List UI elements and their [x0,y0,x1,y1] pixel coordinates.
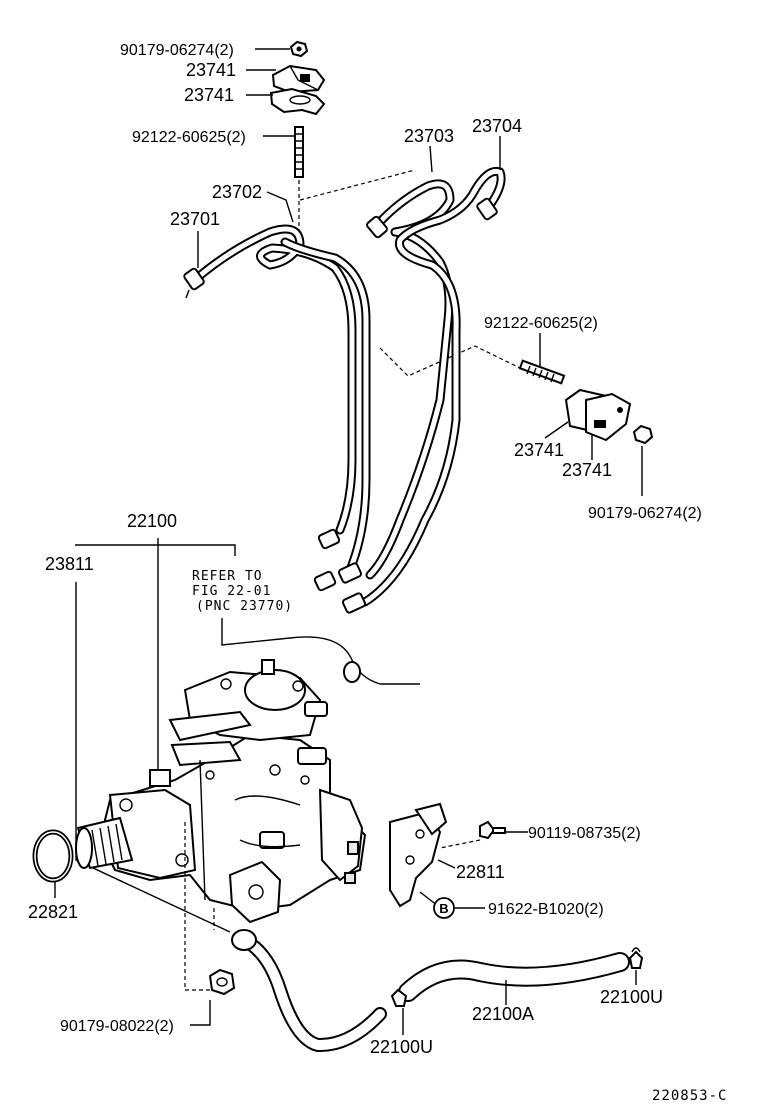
pipe-fitting-23704 [476,197,498,221]
bolt-b-mark-text: B [439,901,448,916]
label-pipe-23703: 23703 [404,126,454,146]
injection-pump-assembly [75,659,367,924]
label-nut-top: 90179-06274(2) [120,42,234,59]
o-ring-part [32,829,74,883]
label-clamp-top-2: 23741 [184,85,234,105]
label-stud-right: 92122-60625(2) [484,315,598,332]
label-refer-line1: REFER TO [192,569,263,584]
label-clamp-right-1: 23741 [514,440,564,460]
pipe-23703 [365,179,455,580]
label-refer-line2: FIG 22-01 [192,584,271,599]
pipe-fitting-lower-1 [317,528,341,550]
clamp-right-front-part [585,392,632,442]
bolt-90119-part [479,820,506,840]
pipe-fitting-23701 [183,267,205,299]
clamp-top-upper-part [271,64,326,94]
label-oring: 22821 [28,902,78,922]
label-pipe-23701: 23701 [170,209,220,229]
stud-right-part [518,359,566,385]
label-clamp-top-1: 23741 [186,60,236,80]
label-refer-line3: (PNC 23770) [196,599,293,614]
pipe-23701 [192,224,357,535]
label-group-23811: 23811 [45,554,94,574]
refer-cable [221,618,420,685]
label-clip-right: 22100U [600,987,663,1007]
label-nut-bottom: 90179-08022(2) [60,1018,174,1035]
pipe-fitting-23703 [366,215,388,239]
bolt-b-mark: B [433,897,455,919]
clamp-top-lower-part [269,87,326,116]
label-nut-right: 90179-06274(2) [588,505,702,522]
label-bolt-b: 91622-B1020(2) [488,901,604,918]
pipe-fitting-lower-2 [337,562,363,584]
pipe-fitting-lower-3 [313,570,337,592]
label-clip-bottom: 22100U [370,1037,433,1057]
stud-top-part [294,126,304,178]
label-bolt-right: 90119-08735(2) [528,825,641,842]
label-pump-assy: 22100 [127,511,177,531]
hose-lower-left [231,929,387,1052]
label-bracket: 22811 [456,862,505,882]
label-pipe-23704: 23704 [472,116,522,136]
pipe-23702 [280,237,371,575]
bracket-22811-part [389,802,448,908]
clip-right-part [628,947,644,969]
label-fig-code: 220853-C [652,1088,727,1104]
hose-22100a-part [398,952,630,1002]
label-hose-22100a: 22100A [472,1004,534,1024]
label-stud-top: 92122-60625(2) [132,129,246,146]
nut-top-part [289,40,309,58]
label-pipe-23702: 23702 [212,182,262,202]
nut-bottom-part [208,968,236,996]
pipe-23704 [360,166,506,607]
nut-right-part [632,424,654,445]
clip-bottom-part [390,988,408,1007]
label-clamp-right-2: 23741 [562,460,612,480]
pipe-fitting-lower-4 [341,592,367,614]
